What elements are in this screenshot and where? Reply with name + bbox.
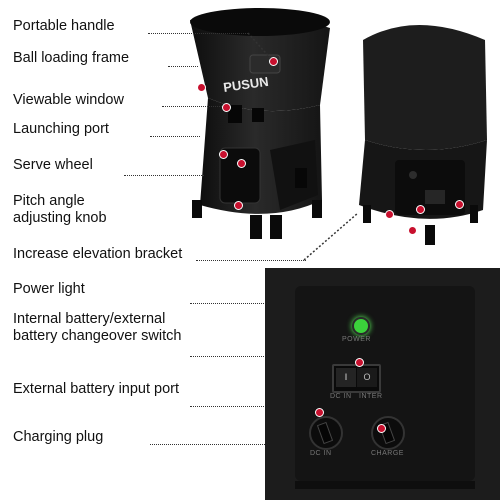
battery-changeover-switch[interactable]: I O [332, 364, 381, 393]
label-viewable-window: Viewable window [13, 92, 124, 108]
marker-serve-wheel [237, 159, 246, 168]
label-pitch-angle-knob: Pitch angle adjusting knob [13, 193, 107, 226]
label-serve-wheel: Serve wheel [13, 157, 93, 173]
power-light-led [352, 317, 370, 335]
marker-pitch-knob [234, 201, 243, 210]
port-slot-icon [316, 421, 334, 445]
switch-label-left: DC IN [330, 393, 352, 400]
label-launching-port: Launching port [13, 121, 109, 137]
marker-charging-plug [377, 424, 386, 433]
leader-viewable-window [162, 106, 222, 107]
leader-portable-handle-diag [247, 32, 273, 61]
marker-rear-3 [408, 226, 417, 235]
leader-portable-handle [148, 33, 248, 34]
marker-switch [355, 358, 364, 367]
marker-rear-1 [416, 205, 425, 214]
power-text: POWER [342, 336, 371, 343]
marker-input-port [315, 408, 324, 417]
label-portable-handle: Portable handle [13, 18, 115, 34]
brand-logo: PUSUN [222, 74, 269, 95]
leader-battery-switch [190, 356, 330, 357]
leader-charging-plug [150, 444, 375, 445]
label-external-input-port: External battery input port [13, 381, 180, 397]
leader-external-input [190, 406, 310, 407]
label-ball-loading-frame: Ball loading frame [13, 50, 130, 66]
control-panel-face: POWER I O DC IN INTER DC IN CHARGE [295, 286, 475, 481]
marker-ball-loading-frame [197, 83, 206, 92]
marker-rear-4 [385, 210, 394, 219]
label-power-light: Power light [13, 281, 85, 297]
switch-on-side: I [336, 368, 356, 387]
machine-rear-illustration [359, 25, 487, 245]
leader-ball-loading-frame [168, 66, 198, 67]
leader-elevation-diag [303, 212, 359, 261]
external-battery-input-port[interactable] [309, 416, 343, 450]
label-battery-switch: Internal battery/external battery change… [13, 311, 182, 344]
panel-bottom-edge [295, 481, 475, 489]
port-label-right: CHARGE [371, 450, 404, 457]
label-charging-plug: Charging plug [13, 429, 104, 445]
marker-launching-port [219, 150, 228, 159]
machine-front-illustration: PUSUN [190, 8, 330, 239]
control-panel-closeup: POWER I O DC IN INTER DC IN CHARGE [265, 268, 500, 500]
charging-plug-port[interactable] [371, 416, 405, 450]
leader-launching-port [150, 136, 200, 137]
leader-elevation-bracket [196, 260, 306, 261]
switch-label-right: INTER [359, 393, 383, 400]
leader-serve-wheel [124, 175, 204, 176]
port-label-left: DC IN [310, 450, 332, 457]
marker-portable-handle [269, 57, 278, 66]
marker-viewable-window [222, 103, 231, 112]
switch-off-side: O [357, 368, 377, 387]
label-elevation-bracket: Increase elevation bracket [13, 246, 183, 262]
marker-rear-2 [455, 200, 464, 209]
